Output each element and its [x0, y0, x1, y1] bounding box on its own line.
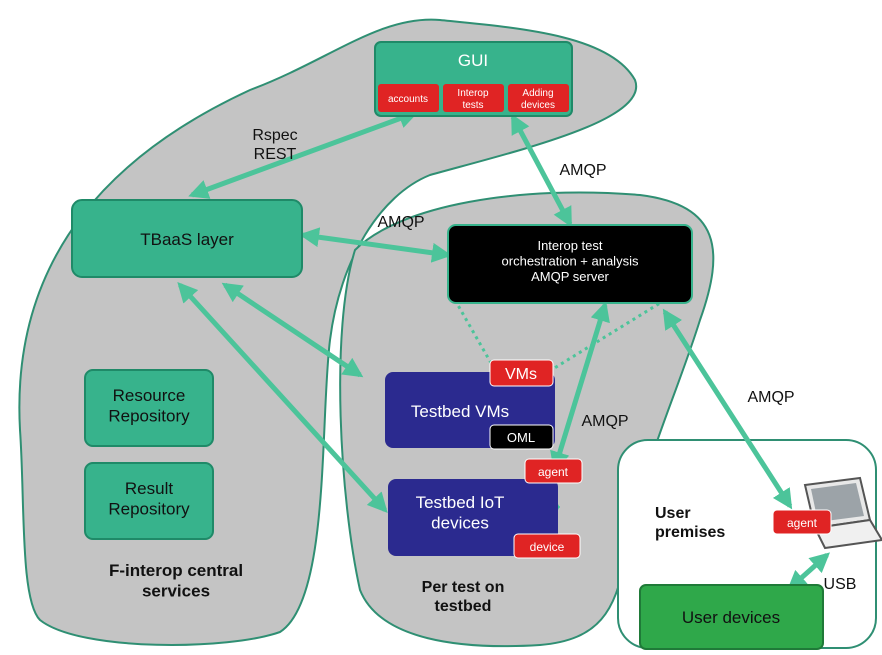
text-line: Repository: [108, 499, 190, 518]
testbed-vms-label: Testbed VMs: [411, 402, 509, 421]
arrow-tbaas-orchestrator: [299, 227, 452, 263]
arrow-tbaas-iot: [177, 282, 388, 513]
resource-repository-box[interactable]: [84, 369, 214, 447]
amqp-mid-label: AMQP: [581, 413, 628, 430]
text-line: Adding: [522, 88, 553, 99]
text-line: F-interop central: [109, 561, 243, 580]
tbaas-box[interactable]: [71, 199, 303, 278]
user-agent-badge: [772, 509, 832, 535]
amqp-left-label: AMQP: [377, 214, 424, 231]
tab-interop-tests[interactable]: [443, 84, 504, 112]
user-devices-box[interactable]: [639, 584, 824, 650]
text-line: premises: [655, 524, 725, 541]
arrow-orchestrator-user-agent: [662, 308, 793, 510]
usb-label: USB: [824, 576, 857, 593]
gui-title: GUI: [458, 51, 488, 70]
arrow-usb: [787, 552, 830, 591]
text-line: Rspec: [252, 127, 297, 144]
text-line: orchestration + analysis: [502, 254, 639, 269]
iot-device-badge-label: device: [530, 540, 565, 554]
text-line: Result: [125, 479, 173, 498]
user-devices-label: User devices: [682, 608, 780, 627]
vms-badge: [489, 359, 554, 387]
amqp-right-label: AMQP: [747, 389, 794, 406]
text-line: Testbed IoT: [416, 493, 505, 512]
text-line: Resource: [113, 386, 186, 405]
text-line: services: [142, 581, 210, 600]
vms-badge-label: VMs: [505, 366, 537, 383]
text-line: Interop test: [537, 238, 602, 253]
iot-agent-badge-label: agent: [538, 465, 569, 479]
testbed-region-label: Per test on testbed: [422, 579, 505, 615]
text-line: devices: [521, 100, 555, 111]
text-line: REST: [254, 146, 297, 163]
arrow-orchestrator-agent: [550, 301, 610, 472]
tab-accounts-label: accounts: [388, 94, 428, 105]
iot-device-badge: [513, 533, 581, 559]
text-line: AMQP server: [531, 269, 609, 284]
text-line: testbed: [435, 598, 492, 615]
tab-accounts[interactable]: [378, 84, 439, 112]
result-repository-box[interactable]: [84, 462, 214, 540]
text-line: tests: [462, 100, 483, 111]
amqp-top-label: AMQP: [559, 162, 606, 179]
arrow-gui-tbaas: [188, 109, 419, 199]
user-premises-label: User premises: [655, 505, 725, 541]
text-line: devices: [431, 513, 489, 532]
arrow-gui-orchestrator: [510, 113, 573, 228]
tbaas-label: TBaaS layer: [140, 230, 234, 249]
oml-badge-label: OML: [507, 430, 535, 445]
iot-agent-badge: [524, 458, 583, 484]
text-line: Interop: [457, 88, 489, 99]
user-agent-badge-label: agent: [787, 516, 818, 530]
text-line: Repository: [108, 406, 190, 425]
oml-badge: [489, 424, 554, 450]
text-line: User: [655, 505, 691, 522]
text-line: Per test on: [422, 579, 505, 596]
orchestrator-box[interactable]: [447, 224, 693, 304]
tab-adding-devices[interactable]: [508, 84, 569, 112]
